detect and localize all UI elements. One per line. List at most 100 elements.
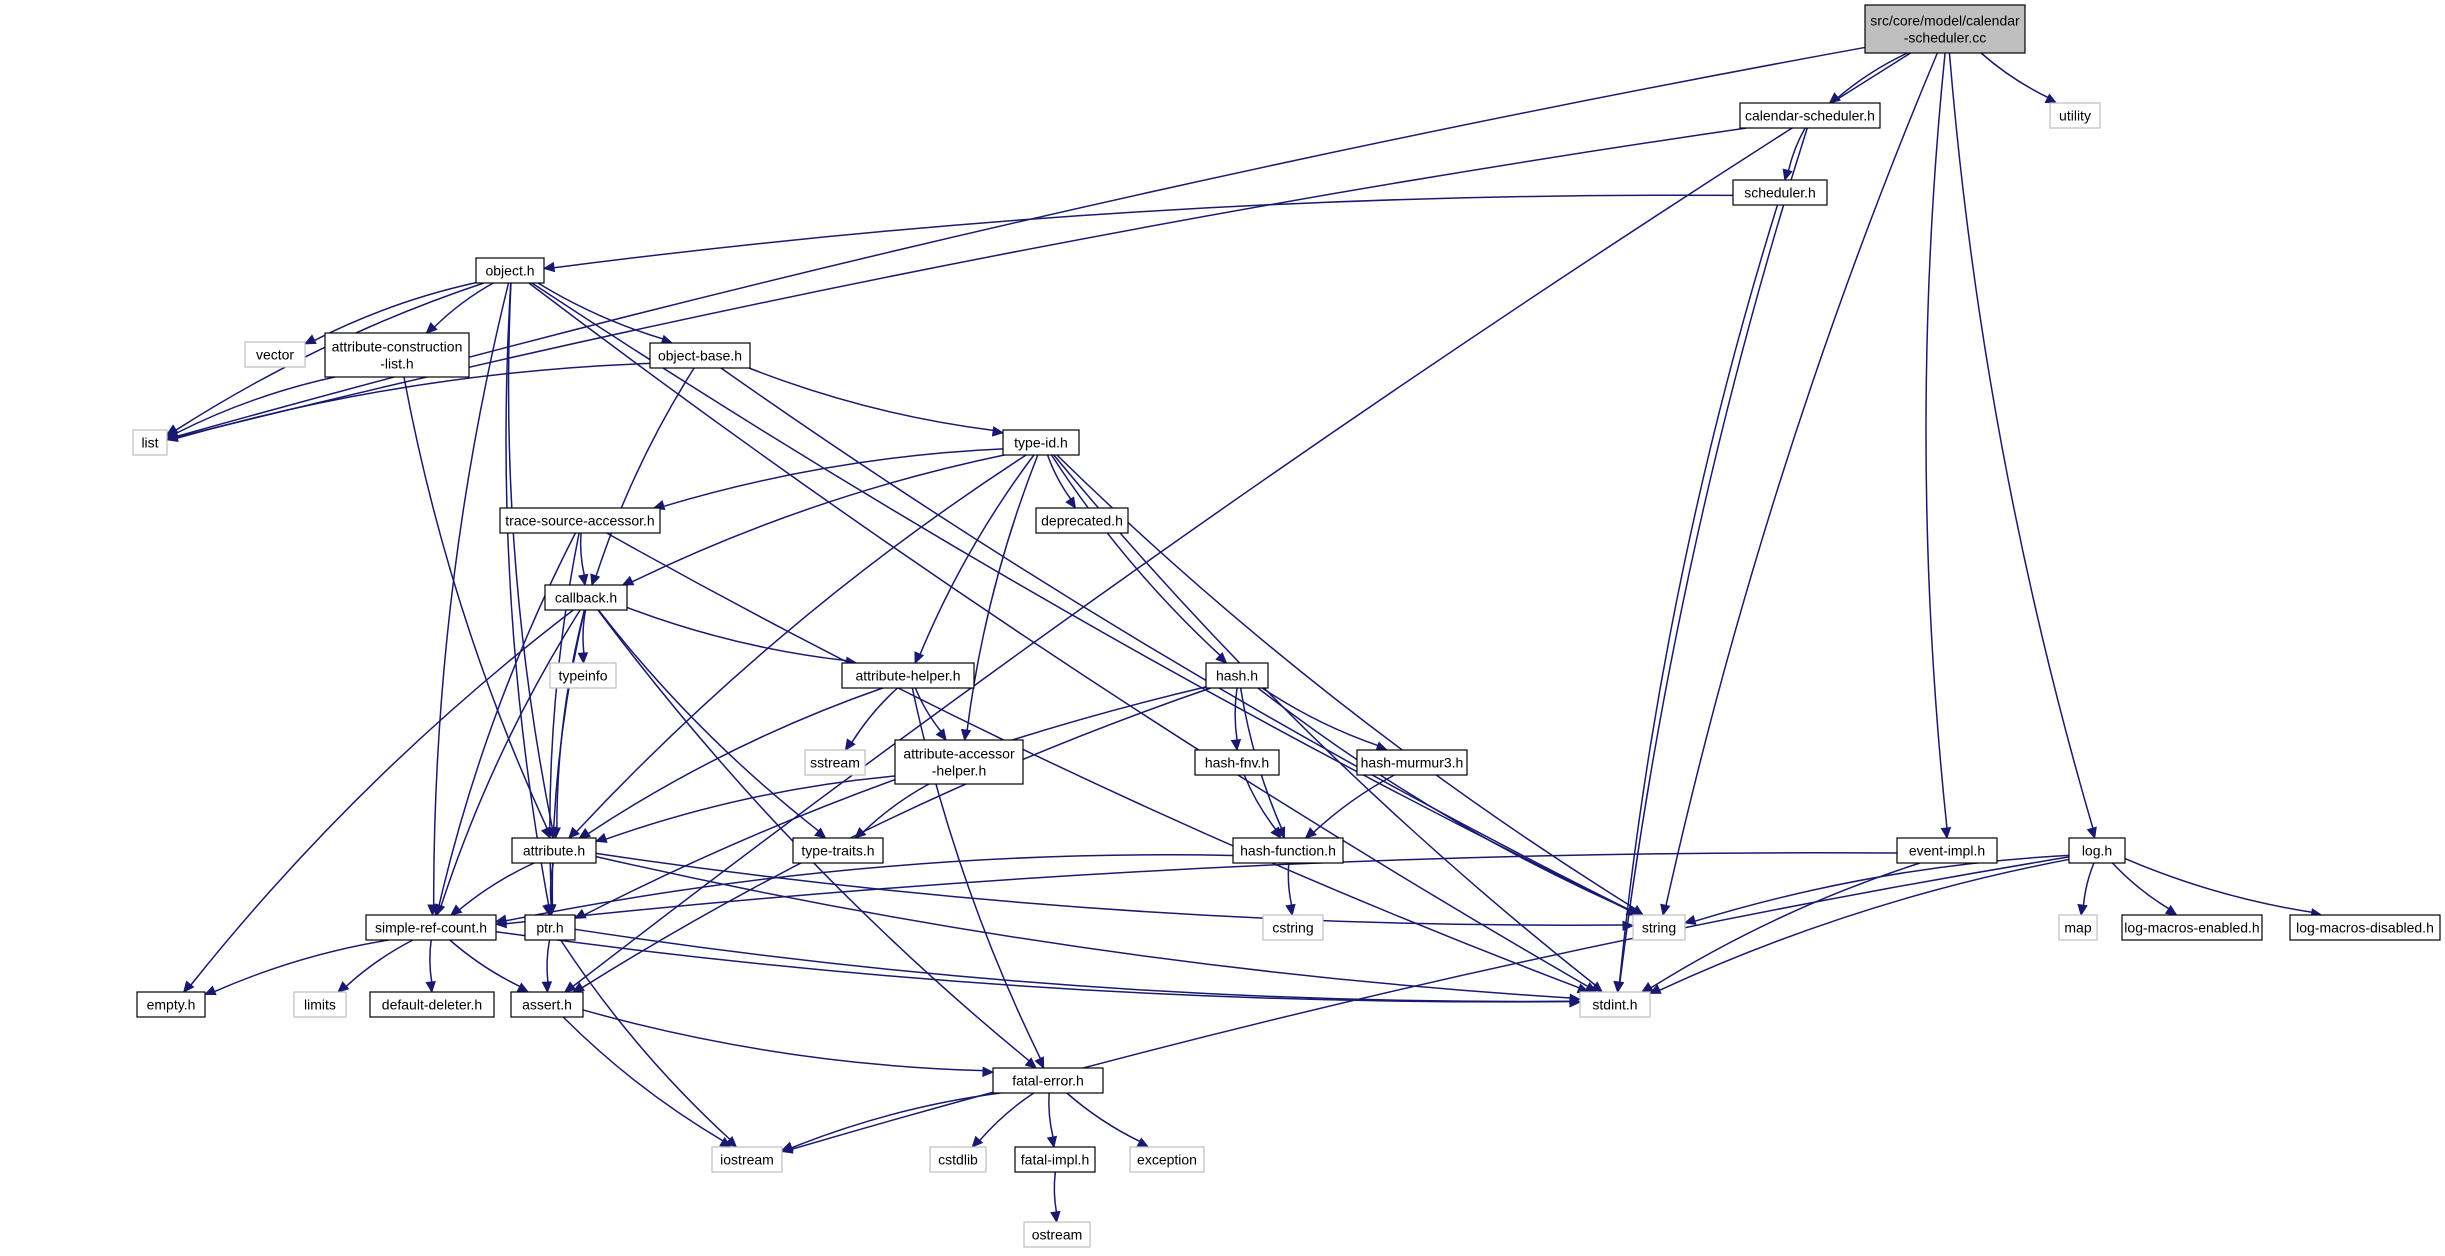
node-log-macros-disabled-h[interactable]: log-macros-disabled.h [2289, 914, 2441, 941]
node-label: -scheduler.cc [1904, 30, 1986, 46]
node-label: log.h [2082, 843, 2112, 859]
node-label: type-traits.h [801, 843, 874, 859]
edge-scheduler_h-to-object_h [542, 194, 1734, 273]
edge-hash_h-to-hash_fnv_h [1230, 687, 1242, 752]
edge-callback_h-to-simple_ref_count_h [435, 609, 581, 917]
node-label: -helper.h [932, 763, 986, 779]
node-assert-h[interactable]: assert.h [510, 991, 584, 1018]
node-label: event-impl.h [1909, 843, 1985, 859]
node-callback-h[interactable]: callback.h [544, 584, 628, 611]
node-object-h[interactable]: object.h [475, 257, 545, 284]
node-hash-h[interactable]: hash.h [1205, 662, 1269, 689]
edge-log_h-to-iostream [780, 856, 2070, 1154]
edge-hash_h-to-assert_h [572, 687, 1212, 993]
node-deprecated-h[interactable]: deprecated.h [1035, 507, 1129, 534]
node-label: limits [304, 997, 336, 1013]
edge-type_id_h-to-callback_h [621, 454, 1005, 586]
node-label: vector [256, 347, 294, 363]
edge-type_id_h-to-attribute_helper_h [914, 454, 1035, 665]
node-default-deleter-h[interactable]: default-deleter.h [369, 991, 495, 1018]
edge-object_base_h-to-list [165, 362, 651, 443]
node-ostream: ostream [1023, 1221, 1091, 1248]
node-hash-murmur3-h[interactable]: hash-murmur3.h [1356, 749, 1468, 776]
edge-attribute_helper_h-to-attribute_h [578, 687, 883, 839]
edge-root-to-event_impl_h [1925, 52, 1952, 840]
node-utility: utility [2049, 102, 2101, 129]
node-string: string [1632, 914, 1686, 941]
node-attribute-h[interactable]: attribute.h [511, 837, 597, 864]
node-attr-accessor-helper[interactable]: attribute-accessor-helper.h [894, 739, 1024, 785]
edge-object_base_h-to-callback_h [590, 367, 695, 587]
edge-root-to-list [165, 46, 1866, 441]
node-type-traits-h[interactable]: type-traits.h [792, 837, 884, 864]
node-simple-ref-count-h[interactable]: simple-ref-count.h [365, 914, 497, 941]
edge-root-to-log_h [1948, 52, 2097, 840]
edge-simple_ref_count_h-to-stdint_h [495, 930, 1582, 1008]
edge-hash_h-to-hash_murmur3_h [1261, 687, 1389, 752]
node-cstdlib: cstdlib [929, 1146, 987, 1173]
node-sstream: sstream [804, 749, 866, 776]
edge-fatal_error_h-to-cstdlib [971, 1092, 1035, 1148]
edge-type_id_h-to-string [1056, 454, 1645, 916]
edge-object_h-to-stdint_h [528, 282, 1598, 993]
edge-attribute_h-to-simple_ref_count_h [450, 862, 535, 916]
node-root[interactable]: src/core/model/calendar-scheduler.cc [1864, 4, 2026, 54]
node-hash-fnv-h[interactable]: hash-fnv.h [1194, 749, 1280, 776]
edge-log_h-to-string [1683, 854, 2070, 925]
edge-object_h-to-vector [303, 281, 477, 345]
node-empty-h[interactable]: empty.h [136, 991, 206, 1018]
edge-callback_h-to-type_traits_h [597, 609, 827, 839]
node-fatal-impl-h[interactable]: fatal-impl.h [1014, 1146, 1096, 1173]
edge-simple_ref_count_h-to-limits [337, 939, 414, 993]
node-type-id-h[interactable]: type-id.h [1002, 429, 1080, 456]
node-label: attribute.h [523, 843, 585, 859]
node-attribute-helper-h[interactable]: attribute-helper.h [841, 662, 975, 689]
edge-simple_ref_count_h-to-assert_h [449, 939, 530, 993]
edge-scheduler_h-to-stdint_h [1613, 204, 1779, 994]
edge-callback_h-to-empty_h [182, 609, 574, 993]
edge-fatal_impl_h-to-ostream [1050, 1171, 1061, 1224]
node-label: -list.h [380, 356, 413, 372]
node-fatal-error-h[interactable]: fatal-error.h [992, 1067, 1104, 1094]
node-label: string [1642, 920, 1676, 936]
edge-attribute_helper_h-to-fatal_error_h [911, 687, 1045, 1070]
edge-calendar_scheduler_h-to-scheduler_h [1782, 127, 1806, 182]
edge-object_h-to-attr_construction [425, 282, 494, 334]
node-scheduler-h[interactable]: scheduler.h [1732, 179, 1828, 206]
node-log-h[interactable]: log.h [2068, 837, 2126, 864]
node-label: scheduler.h [1744, 185, 1816, 201]
node-limits: limits [293, 991, 347, 1018]
node-cstring: cstring [1262, 914, 1324, 941]
node-label: cstring [1272, 920, 1313, 936]
edge-event_impl_h-to-simple_ref_count_h [494, 852, 1898, 929]
node-label: attribute-accessor [903, 746, 1015, 762]
node-hash-function-h[interactable]: hash-function.h [1232, 837, 1344, 864]
node-label: map [2064, 920, 2091, 936]
node-map: map [2058, 914, 2098, 941]
edge-attr_accessor_helper-to-attribute_h [594, 775, 896, 843]
node-log-macros-enabled-h[interactable]: log-macros-enabled.h [2121, 914, 2263, 941]
edge-attribute_h-to-string [595, 852, 1635, 932]
node-label: default-deleter.h [382, 997, 482, 1013]
node-label: hash-function.h [1240, 843, 1336, 859]
node-trace-source[interactable]: trace-source-accessor.h [499, 507, 661, 534]
node-ptr-h[interactable]: ptr.h [524, 914, 576, 941]
node-label: exception [1137, 1152, 1197, 1168]
edge-object_base_h-to-type_id_h [748, 367, 1005, 437]
node-attr-construction[interactable]: attribute-construction-list.h [324, 332, 470, 378]
edge-type_id_h-to-hash_h [1050, 454, 1228, 664]
node-label: iostream [720, 1152, 774, 1168]
edge-object_h-to-string [531, 282, 1639, 916]
edge-type_id_h-to-attribute_h [568, 454, 1027, 839]
node-calendar-scheduler-h[interactable]: calendar-scheduler.h [1739, 102, 1881, 129]
edge-callback_h-to-typeinfo [577, 609, 589, 665]
node-stdint-h: stdint.h [1579, 991, 1651, 1018]
edge-root-to-assert_h [563, 52, 1912, 993]
edge-log_h-to-log_macros_enabled_h [2111, 862, 2178, 916]
node-event-impl-h[interactable]: event-impl.h [1896, 837, 1998, 864]
node-object-base-h[interactable]: object-base.h [649, 342, 751, 369]
edge-type_id_h-to-stdint_h [1053, 454, 1604, 993]
edge-attribute_helper_h-to-sstream [844, 687, 899, 752]
node-label: attribute-helper.h [855, 668, 960, 684]
edge-object_h-to-object_base_h [537, 282, 674, 345]
